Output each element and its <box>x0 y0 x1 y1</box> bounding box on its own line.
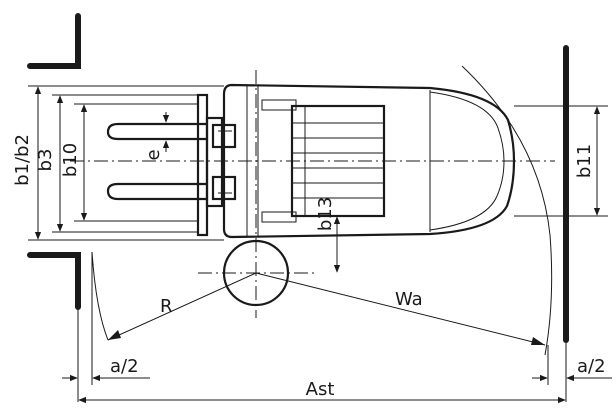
carriage-plate <box>205 116 224 208</box>
radius-Wa-line <box>255 272 546 346</box>
label-b10: b10 <box>60 143 81 177</box>
swept-path-arc-front <box>91 251 109 341</box>
label-b13: b13 <box>315 197 336 231</box>
label-b11: b11 <box>574 144 595 178</box>
dimensions <box>28 85 612 404</box>
fork-lower <box>106 182 207 201</box>
centerlines <box>70 70 555 318</box>
label-Wa: Wa <box>395 289 423 310</box>
dimension-labels: b1/b2 b3 b10 e b13 b11 R Wa a/2 a/2 Ast <box>12 134 606 400</box>
label-Ast: Ast <box>306 379 335 400</box>
wall-bottom-left <box>27 252 81 310</box>
label-b3: b3 <box>35 149 56 172</box>
truck-body <box>222 83 516 239</box>
counterweight-inner-arc <box>429 91 505 231</box>
label-R: R <box>160 296 173 317</box>
drive-unit-block-upper <box>261 99 297 111</box>
turning-center-circle <box>222 239 290 307</box>
aisle-walls <box>27 13 569 343</box>
radius-R-arrowhead <box>108 330 121 340</box>
turning-geometry <box>91 65 553 356</box>
fork-carriage <box>106 93 237 237</box>
fork-upper <box>106 122 207 141</box>
swept-path-arc-rear <box>461 65 553 356</box>
label-b1b2: b1/b2 <box>12 134 33 186</box>
battery-cells <box>292 106 384 216</box>
radius-Wa-arrowhead <box>531 337 545 345</box>
wall-top-left <box>27 13 81 69</box>
label-e: e <box>143 149 164 160</box>
label-a2-left: a/2 <box>110 356 139 377</box>
radius-R-line <box>107 272 257 341</box>
drive-unit-block-lower <box>261 211 297 223</box>
load-backrest <box>196 93 209 237</box>
label-a2-right: a/2 <box>577 356 606 377</box>
